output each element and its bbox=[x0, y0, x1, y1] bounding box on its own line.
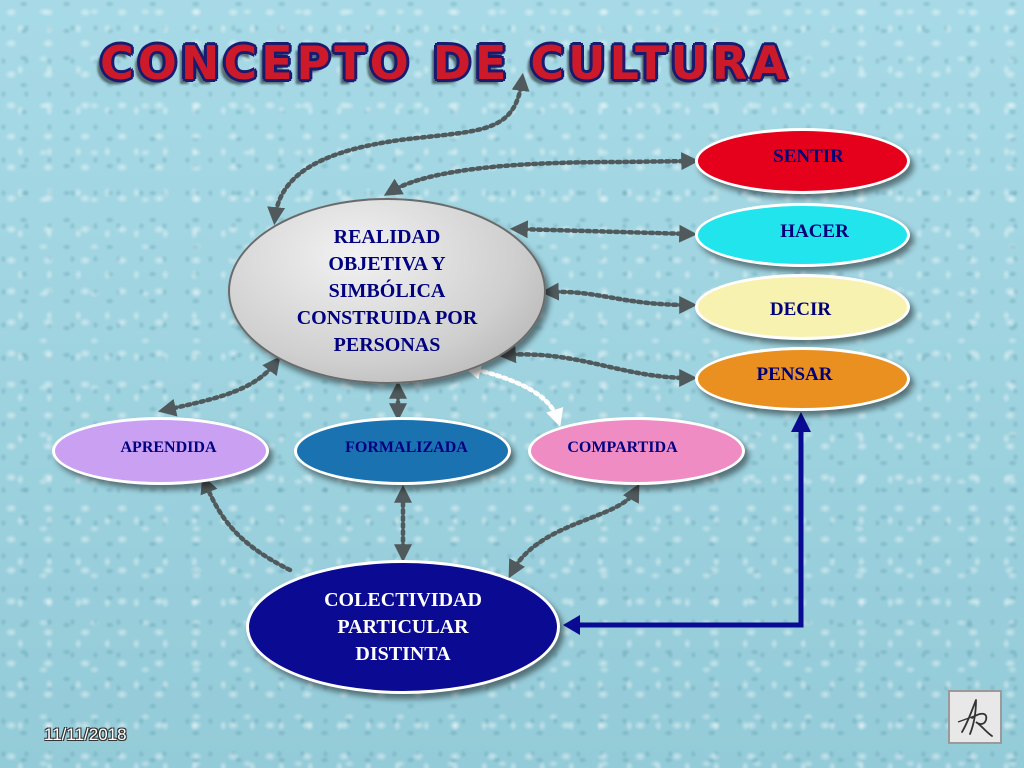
connector-main-sentir bbox=[383, 152, 700, 196]
node-formalizada: FORMALIZADA bbox=[294, 417, 511, 485]
connector-main-decir bbox=[540, 282, 698, 314]
connector-main-pensar bbox=[497, 345, 698, 387]
node-compartida-label: COMPARTIDA bbox=[567, 439, 678, 456]
slide-date: 11/11/2018 bbox=[44, 725, 127, 744]
node-sentir: SENTIR bbox=[695, 128, 910, 194]
node-hacer: HACER bbox=[695, 203, 910, 267]
node-pensar-label: PENSAR bbox=[756, 364, 833, 385]
node-sentir-label: SENTIR bbox=[773, 146, 844, 167]
connector-colectividad-aprendida bbox=[200, 475, 293, 573]
connector-title-main bbox=[267, 72, 530, 226]
signature-logo-icon bbox=[948, 690, 1002, 744]
signature-logo-glyph bbox=[957, 699, 993, 737]
node-realidad: REALIDAD OBJETIVA Y SIMBÓLICA CONSTRUIDA… bbox=[228, 198, 546, 384]
connector-main-hacer bbox=[509, 220, 698, 243]
node-formalizada-label: FORMALIZADA bbox=[345, 439, 468, 456]
page-title: CONCEPTO DE CULTURA bbox=[100, 36, 791, 90]
solid-arrow-head-colectividad bbox=[563, 615, 580, 635]
node-colectividad-label: COLECTIVIDAD PARTICULAR DISTINTA bbox=[324, 588, 482, 665]
node-pensar: PENSAR bbox=[695, 347, 910, 411]
node-decir-label: DECIR bbox=[769, 299, 832, 320]
connector-colectividad-compartida bbox=[508, 483, 640, 579]
solid-arrow-colectividad-pensar bbox=[568, 412, 811, 628]
connector-main-aprendida bbox=[157, 356, 281, 417]
node-colectividad: COLECTIVIDAD PARTICULAR DISTINTA bbox=[246, 560, 560, 694]
node-aprendida-label: APRENDIDA bbox=[120, 439, 217, 456]
connector-main-compartida bbox=[462, 361, 564, 427]
node-aprendida: APRENDIDA bbox=[52, 417, 269, 485]
node-compartida: COMPARTIDA bbox=[528, 417, 745, 485]
node-realidad-label: REALIDAD OBJETIVA Y SIMBÓLICA CONSTRUIDA… bbox=[296, 225, 478, 356]
node-hacer-label: HACER bbox=[780, 221, 849, 242]
node-decir: DECIR bbox=[695, 274, 910, 340]
